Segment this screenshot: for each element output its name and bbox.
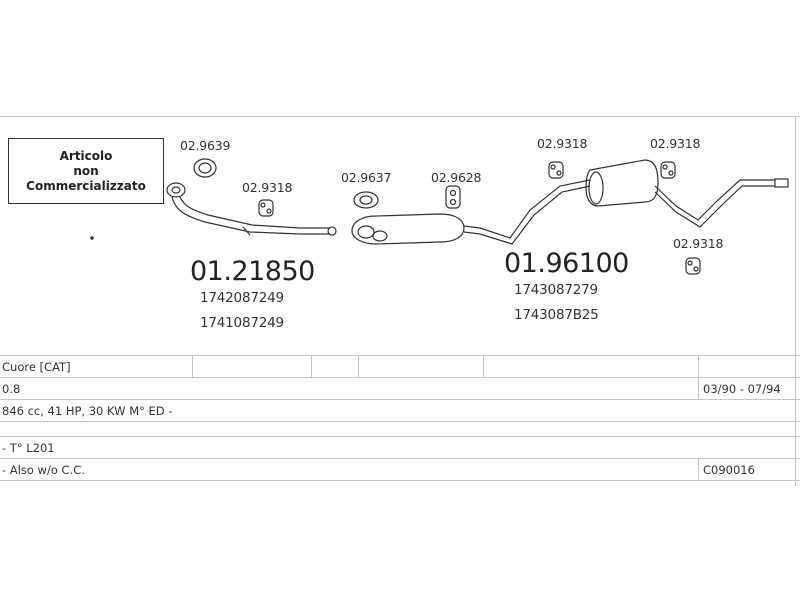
spec-model: Cuore [CAT] [0, 355, 193, 378]
not-commercialized-note: Articolo non Commercializzato [8, 138, 164, 204]
hanger-rear-a-icon [548, 161, 564, 179]
gasket-mid-icon [353, 191, 379, 209]
middle-muffler-icon [351, 179, 591, 245]
note-line-2: non [73, 163, 99, 178]
part-label-hanger-rear-c: 02.9318 [673, 236, 724, 251]
note-line-3: Commercializzato [26, 178, 146, 193]
vehicle-spec-table: Cuore [CAT] 0.8 03/90 - 07/94 846 cc, 41… [0, 355, 800, 481]
spec-years: 03/90 - 07/94 [698, 377, 800, 400]
exhaust-system-diagram [90, 158, 789, 275]
right-border [795, 116, 796, 486]
hanger-icon [258, 199, 274, 217]
assembly-front-number: 01.21850 [190, 256, 315, 287]
part-label-hanger-mid: 02.9628 [431, 170, 482, 185]
spec-row-engine: 0.8 03/90 - 07/94 [0, 377, 800, 400]
spec-details: 846 cc, 41 HP, 30 KW M° ED - [2, 403, 173, 418]
part-label-hanger-rear-b: 02.9318 [650, 136, 701, 151]
assembly-rear-oem-2: 1743087B25 [514, 307, 599, 323]
spec-engine: 0.8 [2, 381, 21, 396]
rear-muffler-icon [585, 159, 789, 228]
spec-code: C090016 [698, 458, 800, 481]
hanger-rear-b-icon [660, 161, 676, 179]
spec-row-note: - Also w/o C.C. C090016 [0, 458, 800, 481]
spec-row-details: 846 cc, 41 HP, 30 KW M° ED - [0, 400, 800, 422]
spec-row-type: - T° L201 [0, 437, 800, 459]
hanger-rear-c-icon [685, 257, 701, 275]
part-label-gasket-top: 02.9639 [180, 138, 231, 153]
assembly-front-oem-2: 1741087249 [200, 315, 284, 331]
spec-row-blank [0, 422, 800, 437]
hanger-mid-icon [445, 185, 461, 209]
assembly-rear-number: 01.96100 [504, 248, 629, 279]
reference-dot [90, 236, 94, 240]
part-label-gasket-mid: 02.9637 [341, 170, 392, 185]
assembly-rear-oem-1: 1743087279 [514, 282, 598, 298]
spec-type: - T° L201 [2, 440, 55, 455]
gasket-icon [193, 158, 217, 178]
part-label-hanger-front: 02.9318 [242, 180, 293, 195]
spec-row-model: Cuore [CAT] [0, 355, 800, 378]
part-label-hanger-rear-a: 02.9318 [537, 136, 588, 151]
front-pipe-icon [166, 182, 337, 236]
spec-note: - Also w/o C.C. [2, 462, 85, 477]
top-border [0, 116, 800, 117]
note-line-1: Articolo [59, 148, 113, 163]
assembly-front-oem-1: 1742087249 [200, 290, 284, 306]
